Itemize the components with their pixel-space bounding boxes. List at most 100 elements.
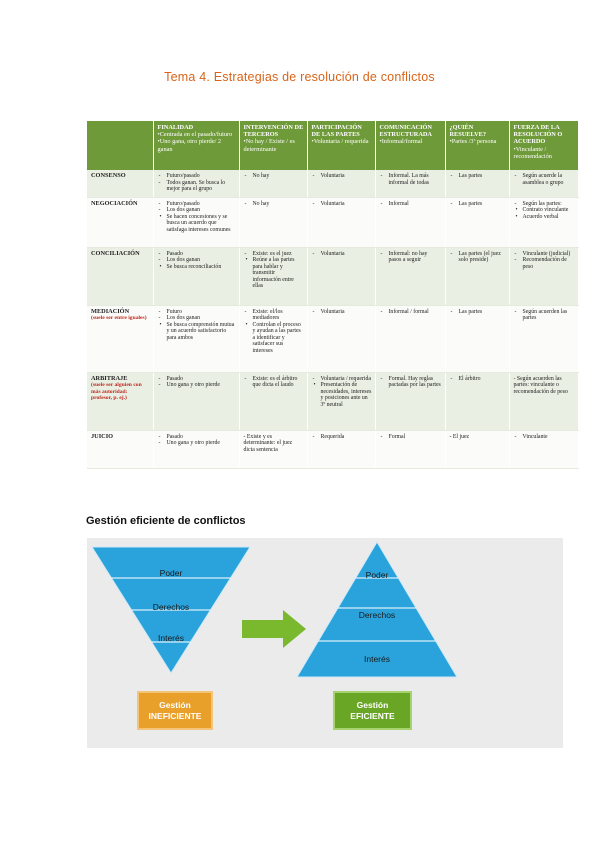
row-label-text: MEDIACIÓN [91,307,130,315]
cell-item: Presentación de necesidades, intereses y… [312,382,372,408]
diagram-shapes [91,541,458,678]
cell-item: Todos ganan. Se busca lo mejor para el g… [158,180,236,193]
table-row: ARBITRAJE(suele ser alguien con más auto… [87,372,579,431]
cell-item: Recomendación de peso [514,257,575,270]
table-cell: PasadoUno gana y otro pierde [153,372,240,431]
table-cell: El árbitro [445,372,510,431]
table-cell: Futuro/pasadoTodos ganan. Se busca lo me… [153,170,240,198]
table-cell: Voluntaria [307,305,376,373]
row-sublabel: (suele ser alguien con más autoridad: pr… [91,382,142,401]
cell-item: Voluntaria [312,173,372,180]
header-intervencion: INTERVENCIÓN DE TERCEROS•No hay / Existe… [239,121,308,170]
table-cell: Formal [375,430,446,469]
conflict-management-diagram: Poder Derechos Interés Poder Derechos In… [87,538,563,748]
header-participacion: PARTICIPACIÓN DE LAS PARTES•Voluntaria /… [307,121,376,170]
cell-item: Los dos ganan [158,207,236,214]
table-cell: Voluntaria [307,247,376,306]
conflict-strategies-table: FINALIDAD•Centrada en el pasado/futuro •… [87,121,579,469]
cell-item: Informal: no hay pasos a seguir [380,251,442,264]
cell-item: Según acuerden las partes [514,309,575,322]
cell-item: Según acuerde la asamblea o grupo [514,173,575,186]
table-cell: Existe: es el juezReúne a las partes par… [239,247,308,306]
table-header-row: FINALIDAD•Centrada en el pasado/futuro •… [87,121,579,170]
cell-item: Las partes [450,201,506,208]
table-cell: - Según acuerden las partes: vinculante … [509,372,579,431]
cell-item: Uno gana y otro pierde [158,440,236,447]
table-cell: Vinculante [509,430,579,469]
table-cell: Requerida [307,430,376,469]
cell-item: Voluntaria [312,309,372,316]
cell-item: Existe: es el juez [244,251,304,258]
row-label: CONSENSO [87,170,154,198]
row-label-text: CONCILIACIÓN [91,249,140,257]
cell-item: Las partes (el juez solo preside) [450,251,506,264]
table-cell: Existe: es el árbitro que dicta el laudo [239,372,308,431]
cell-item: Existe: el/los mediadores [244,309,304,322]
cell-item: Existe: es el árbitro que dicta el laudo [244,376,304,389]
pyramid-label-interes: Interés [364,654,390,664]
table-cell: Según las partes:Contrato vinculanteAcue… [509,197,579,248]
cell-item: Voluntaria [312,251,372,258]
cell-item: Se busca reconciliación [158,264,236,271]
table-cell: Voluntaria / requeridaPresentación de ne… [307,372,376,431]
pyramid-label-poder: Poder [365,570,389,580]
cell-item: Los dos ganan [158,257,236,264]
table-cell: Las partes [445,170,510,198]
gestion-eficiente-box: Gestión EFICIENTE [333,691,412,730]
table-cell: Las partes (el juez solo preside) [445,247,510,306]
table-cell: Vinculante (judicial)Recomendación de pe… [509,247,579,306]
cell-item: Uno gana y otro pierde [158,382,236,389]
cell-item: Informal / formal [380,309,442,316]
cell-item: Se busca comprensión mutua y un acuerdo … [158,322,236,342]
table-cell: Informal. La más informal de todas [375,170,446,198]
cell-item: Informal [380,201,442,208]
inverted-label-poder: Poder [159,568,183,578]
cell-item: El árbitro [450,376,506,383]
cell-item: Acuerdo verbal [514,214,575,221]
table-row: CONCILIACIÓNPasadoLos dos gananSe busca … [87,247,579,306]
section-title: Gestión eficiente de conflictos [86,515,246,527]
cell-item: Las partes [450,309,506,316]
table-cell: Informal / formal [375,305,446,373]
row-label: ARBITRAJE(suele ser alguien con más auto… [87,372,154,431]
table-cell: Según acuerde la asamblea o grupo [509,170,579,198]
row-label: JUICIO [87,430,154,469]
cell-item: - Según acuerden las partes: vinculante … [513,375,568,395]
cell-item: Vinculante [514,434,575,441]
row-label-text: CONSENSO [91,172,126,179]
cell-item: Vinculante (judicial) [514,251,575,258]
row-label: MEDIACIÓN(suele ser entre iguales) [87,305,154,373]
row-label: NEGOCIACIÓN [87,197,154,248]
table-cell: Existe: el/los mediadoresControlan el pr… [239,305,308,373]
table-cell: Informal [375,197,446,248]
cell-item: No hay [244,201,304,208]
arrow-icon [242,610,306,648]
row-sublabel: (suele ser entre iguales) [91,315,147,322]
table-row: JUICIOPasadoUno gana y otro pierde- Exis… [87,430,579,469]
table-cell: Futuro/pasadoLos dos gananSe hacen conce… [153,197,240,248]
row-label: CONCILIACIÓN [87,247,154,306]
cell-item: Informal. La más informal de todas [380,173,442,186]
header-finalidad: FINALIDAD•Centrada en el pasado/futuro •… [153,121,240,170]
cell-item: Futuro/pasado [158,173,236,180]
row-label-text: JUICIO [91,432,114,440]
table-cell: Las partes [445,197,510,248]
cell-item: Contrato vinculante [514,207,575,214]
cell-item: Formal [380,434,442,441]
header-fuerza: FUERZA DE LA RESOLUCIÓN O ACUERDO•Vincul… [509,121,579,170]
cell-item: Pasado [158,376,236,383]
table-cell: Informal: no hay pasos a seguir [375,247,446,306]
cell-item: Requerida [312,434,372,441]
table-cell: Formal. Hay reglas pactadas por las part… [375,372,446,431]
table-cell: Las partes [445,305,510,373]
cell-item: Voluntaria [312,201,372,208]
table-row: NEGOCIACIÓNFuturo/pasadoLos dos gananSe … [87,197,579,248]
pyramid [296,541,458,678]
header-comunicacion: COMUNICACIÓN ESTRUCTURADA•Informal/forma… [375,121,446,170]
table-cell: PasadoUno gana y otro pierde [153,430,240,469]
cell-item: Futuro/pasado [158,201,236,208]
row-label-text: ARBITRAJE [91,374,128,382]
cell-item: - El juez [449,433,470,440]
cell-item: Controlan el proceso y ayudan a las part… [244,322,304,355]
cell-item: Las partes [450,173,506,180]
